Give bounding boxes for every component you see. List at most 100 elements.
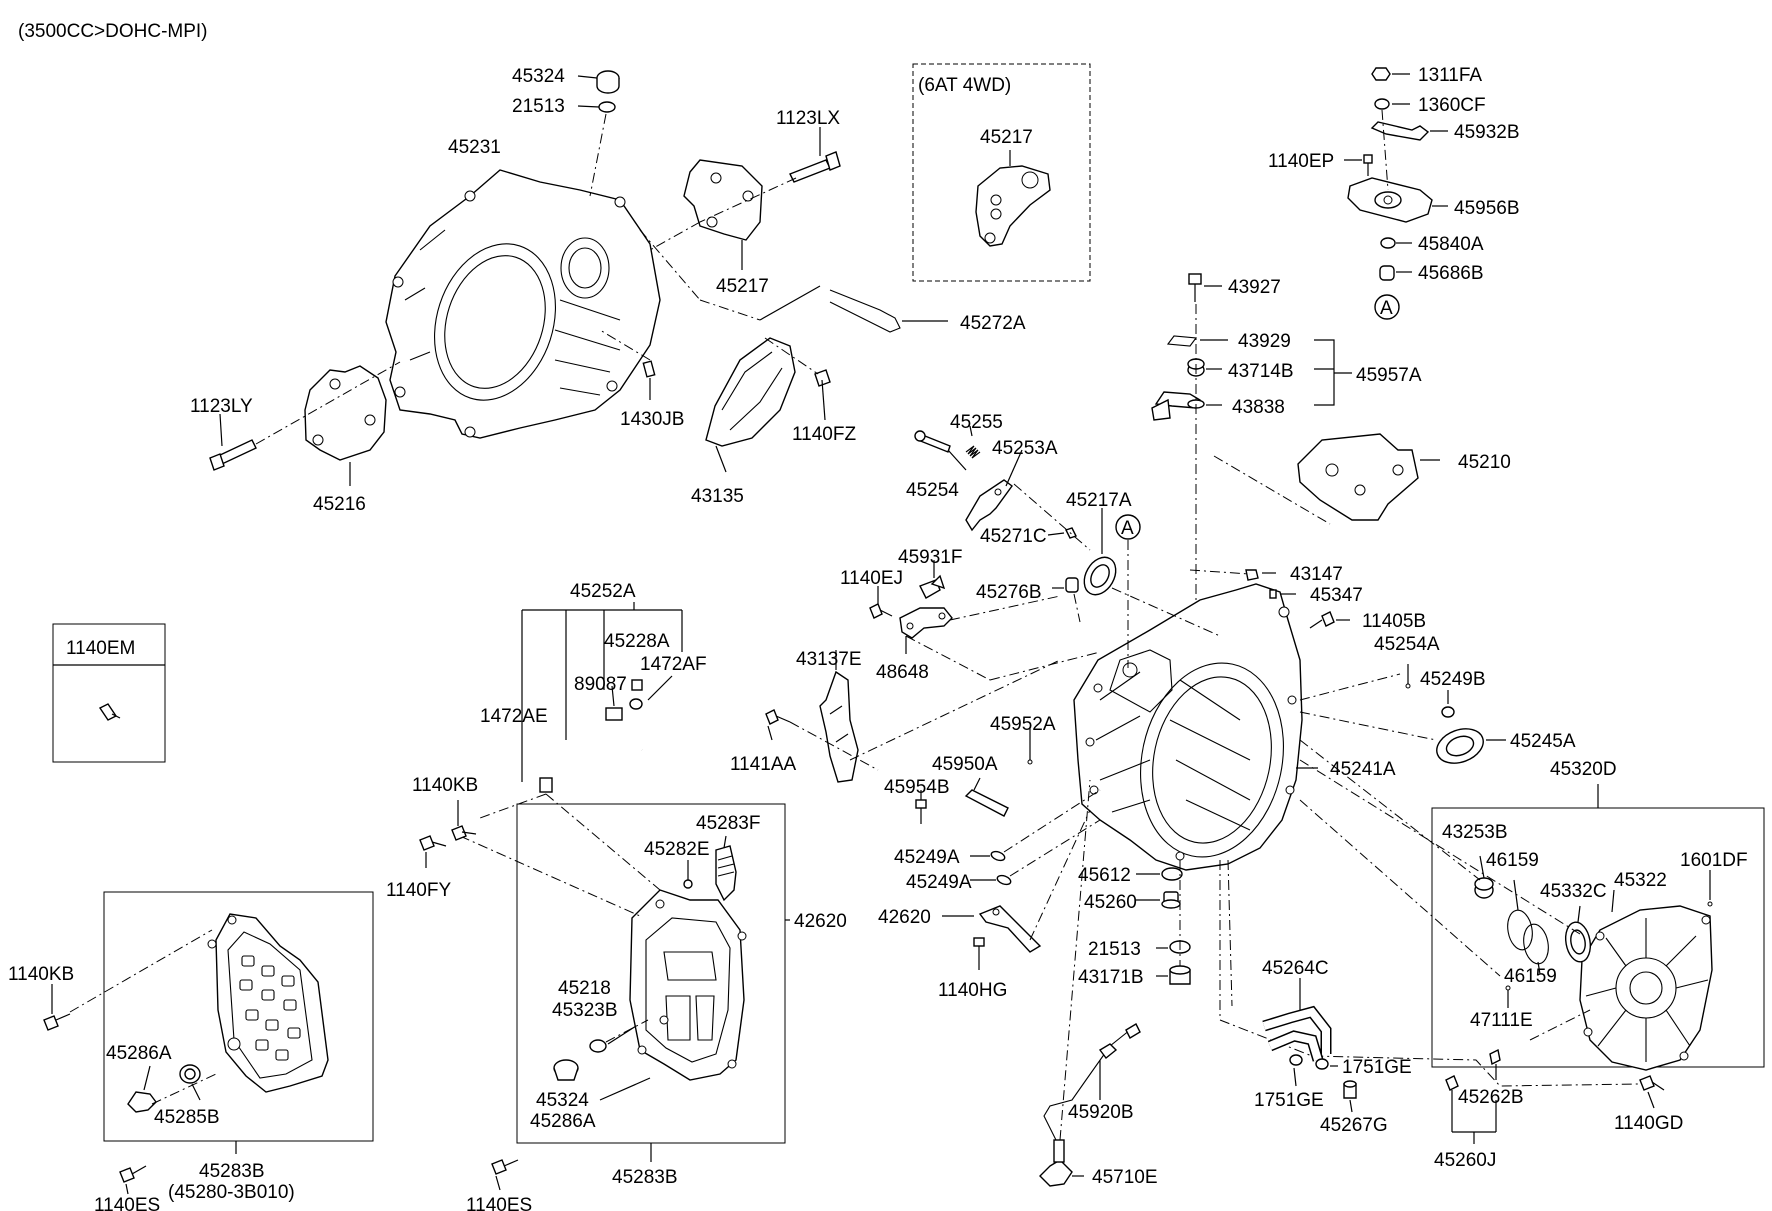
washer-21513-top-drawing <box>598 101 616 113</box>
solenoid-45283f-drawing <box>715 845 737 902</box>
label-45276b: 45276B <box>976 582 1042 603</box>
bolt-1140es-left-drawing <box>119 1165 147 1183</box>
label-21513-top: 21513 <box>512 96 565 117</box>
label-45920b: 45920B <box>1068 1102 1134 1123</box>
pin-45254-drawing <box>914 430 951 453</box>
bracket-45931f-drawing <box>919 574 946 599</box>
label-45347: 45347 <box>1310 585 1363 606</box>
label-45271c: 45271C <box>980 526 1047 547</box>
plug-45260-drawing <box>1161 891 1181 909</box>
seal-45245a-drawing <box>1436 728 1484 764</box>
sensor-45956b-drawing <box>1347 177 1433 223</box>
inset-6at-4wd-box <box>912 63 1091 282</box>
label-48648: 48648 <box>876 662 929 683</box>
bracket-45217-4wd-drawing <box>975 150 1051 247</box>
label-45252a: 45252A <box>570 581 636 602</box>
bolt-1140kb-left-drawing <box>43 1013 71 1031</box>
bolt-1123lx-drawing <box>789 151 841 183</box>
bolt-1140fz-drawing <box>814 369 831 421</box>
label-1140kb-top: 1140KB <box>412 775 478 796</box>
label-45254: 45254 <box>906 480 959 501</box>
ref-marker-a-top <box>1374 294 1400 320</box>
label-45210: 45210 <box>1458 452 1511 473</box>
ref-marker-a-case <box>1115 514 1141 540</box>
bolt-45954b-drawing <box>915 799 927 824</box>
lever-45932b-drawing <box>1370 121 1430 141</box>
label-45322: 45322 <box>1614 870 1667 891</box>
bolt-1140em-drawing <box>98 703 121 721</box>
label-1141aa: 1141AA <box>730 754 797 775</box>
plug-45324-top-drawing <box>596 70 620 94</box>
label-45267g: 45267G <box>1320 1115 1388 1136</box>
label-45282e: 45282E <box>644 839 710 860</box>
label-43929: 43929 <box>1238 331 1291 352</box>
bolt-1123ly-drawing <box>209 439 257 471</box>
label-45931f: 45931F <box>898 547 962 568</box>
label-45283b-mid: 45283B <box>612 1167 678 1188</box>
bolt-1140ep-drawing <box>1363 154 1373 176</box>
nut-1311fa-drawing <box>1371 67 1391 81</box>
label-45216: 45216 <box>313 494 366 515</box>
bolt-1140fy-drawing <box>419 835 447 851</box>
hose-45252a-drawing <box>539 718 645 793</box>
label-45249a-2: 45249A <box>906 872 972 893</box>
plug-1601df-drawing <box>1707 901 1713 907</box>
label-45283b-left: 45283B <box>199 1161 265 1182</box>
clamp-1751ge-right-drawing <box>1315 1058 1329 1070</box>
label-46159-b: 46159 <box>1504 966 1557 987</box>
label-1140es-mid: 1140ES <box>466 1195 532 1211</box>
label-1751ge-right: 1751GE <box>1342 1057 1412 1078</box>
label-46159-a: 46159 <box>1486 850 1539 871</box>
washer-45323b-drawing <box>589 1039 607 1053</box>
sensor-45710e-drawing <box>1039 1139 1073 1187</box>
bolt-11405b-drawing <box>1309 611 1335 629</box>
oring-45249b-drawing <box>1441 706 1455 718</box>
washer-45840a-drawing <box>1380 237 1396 249</box>
filter-45283b-drawing <box>207 913 329 1093</box>
label-45332c: 45332C <box>1540 881 1607 902</box>
bolt-1140gd-drawing <box>1639 1075 1665 1091</box>
ref-marker-a-top-text: A <box>1380 298 1393 319</box>
oring-45249a-upper-drawing <box>990 850 1006 862</box>
label-45254a: 45254A <box>1374 634 1440 655</box>
label-1360cf: 1360CF <box>1418 95 1486 116</box>
label-45840a: 45840A <box>1418 234 1484 255</box>
lever-45253a-drawing <box>965 479 1013 532</box>
label-1601df: 1601DF <box>1680 850 1748 871</box>
label-1140gd: 1140GD <box>1614 1113 1683 1134</box>
label-45253a: 45253A <box>992 438 1058 459</box>
inset-6at-4wd-title: (6AT 4WD) <box>918 75 1011 96</box>
washer-45262b-drawing <box>1489 1048 1501 1066</box>
label-45280-3b010: (45280-3B010) <box>168 1182 295 1203</box>
bolt-1140hg-drawing <box>973 937 985 960</box>
bolt-1140kb-top-drawing <box>451 825 477 841</box>
label-43135: 43135 <box>691 486 744 507</box>
label-45260j: 45260J <box>1434 1150 1496 1171</box>
label-45249b: 45249B <box>1420 669 1486 690</box>
seal-45217a-drawing <box>1083 556 1117 596</box>
bolt-1140ej-drawing <box>869 603 893 619</box>
label-1311fa: 1311FA <box>1418 65 1482 86</box>
label-1140ep: 1140EP <box>1268 151 1334 172</box>
label-1751ge-left: 1751GE <box>1254 1090 1324 1111</box>
label-45286a-bottom: 45286A <box>530 1111 596 1132</box>
inset-6at-4wd-part-label: 45217 <box>980 127 1033 148</box>
plug-45347-drawing <box>1269 589 1277 599</box>
bolt-1141aa-drawing <box>765 709 791 725</box>
bushing-45686b-drawing <box>1379 265 1395 281</box>
inset-1140em-box <box>52 623 166 763</box>
cover-45322-drawing <box>1579 905 1713 1071</box>
label-45285b: 45285B <box>154 1107 220 1128</box>
label-45954b: 45954B <box>884 777 950 798</box>
label-45228a: 45228A <box>604 631 670 652</box>
label-45932b: 45932B <box>1454 122 1520 143</box>
clip-43929-drawing <box>1166 335 1198 347</box>
inset-1140em-title: 1140EM <box>66 638 135 659</box>
label-45217: 45217 <box>716 276 769 297</box>
label-1123lx: 1123LX <box>776 108 840 129</box>
clip-45286a-left-drawing <box>127 1091 157 1113</box>
label-45218: 45218 <box>558 978 611 999</box>
bushing-43253b-drawing <box>1474 877 1494 899</box>
oring-45612-drawing <box>1161 867 1183 881</box>
bracket-45216-drawing <box>304 365 387 461</box>
